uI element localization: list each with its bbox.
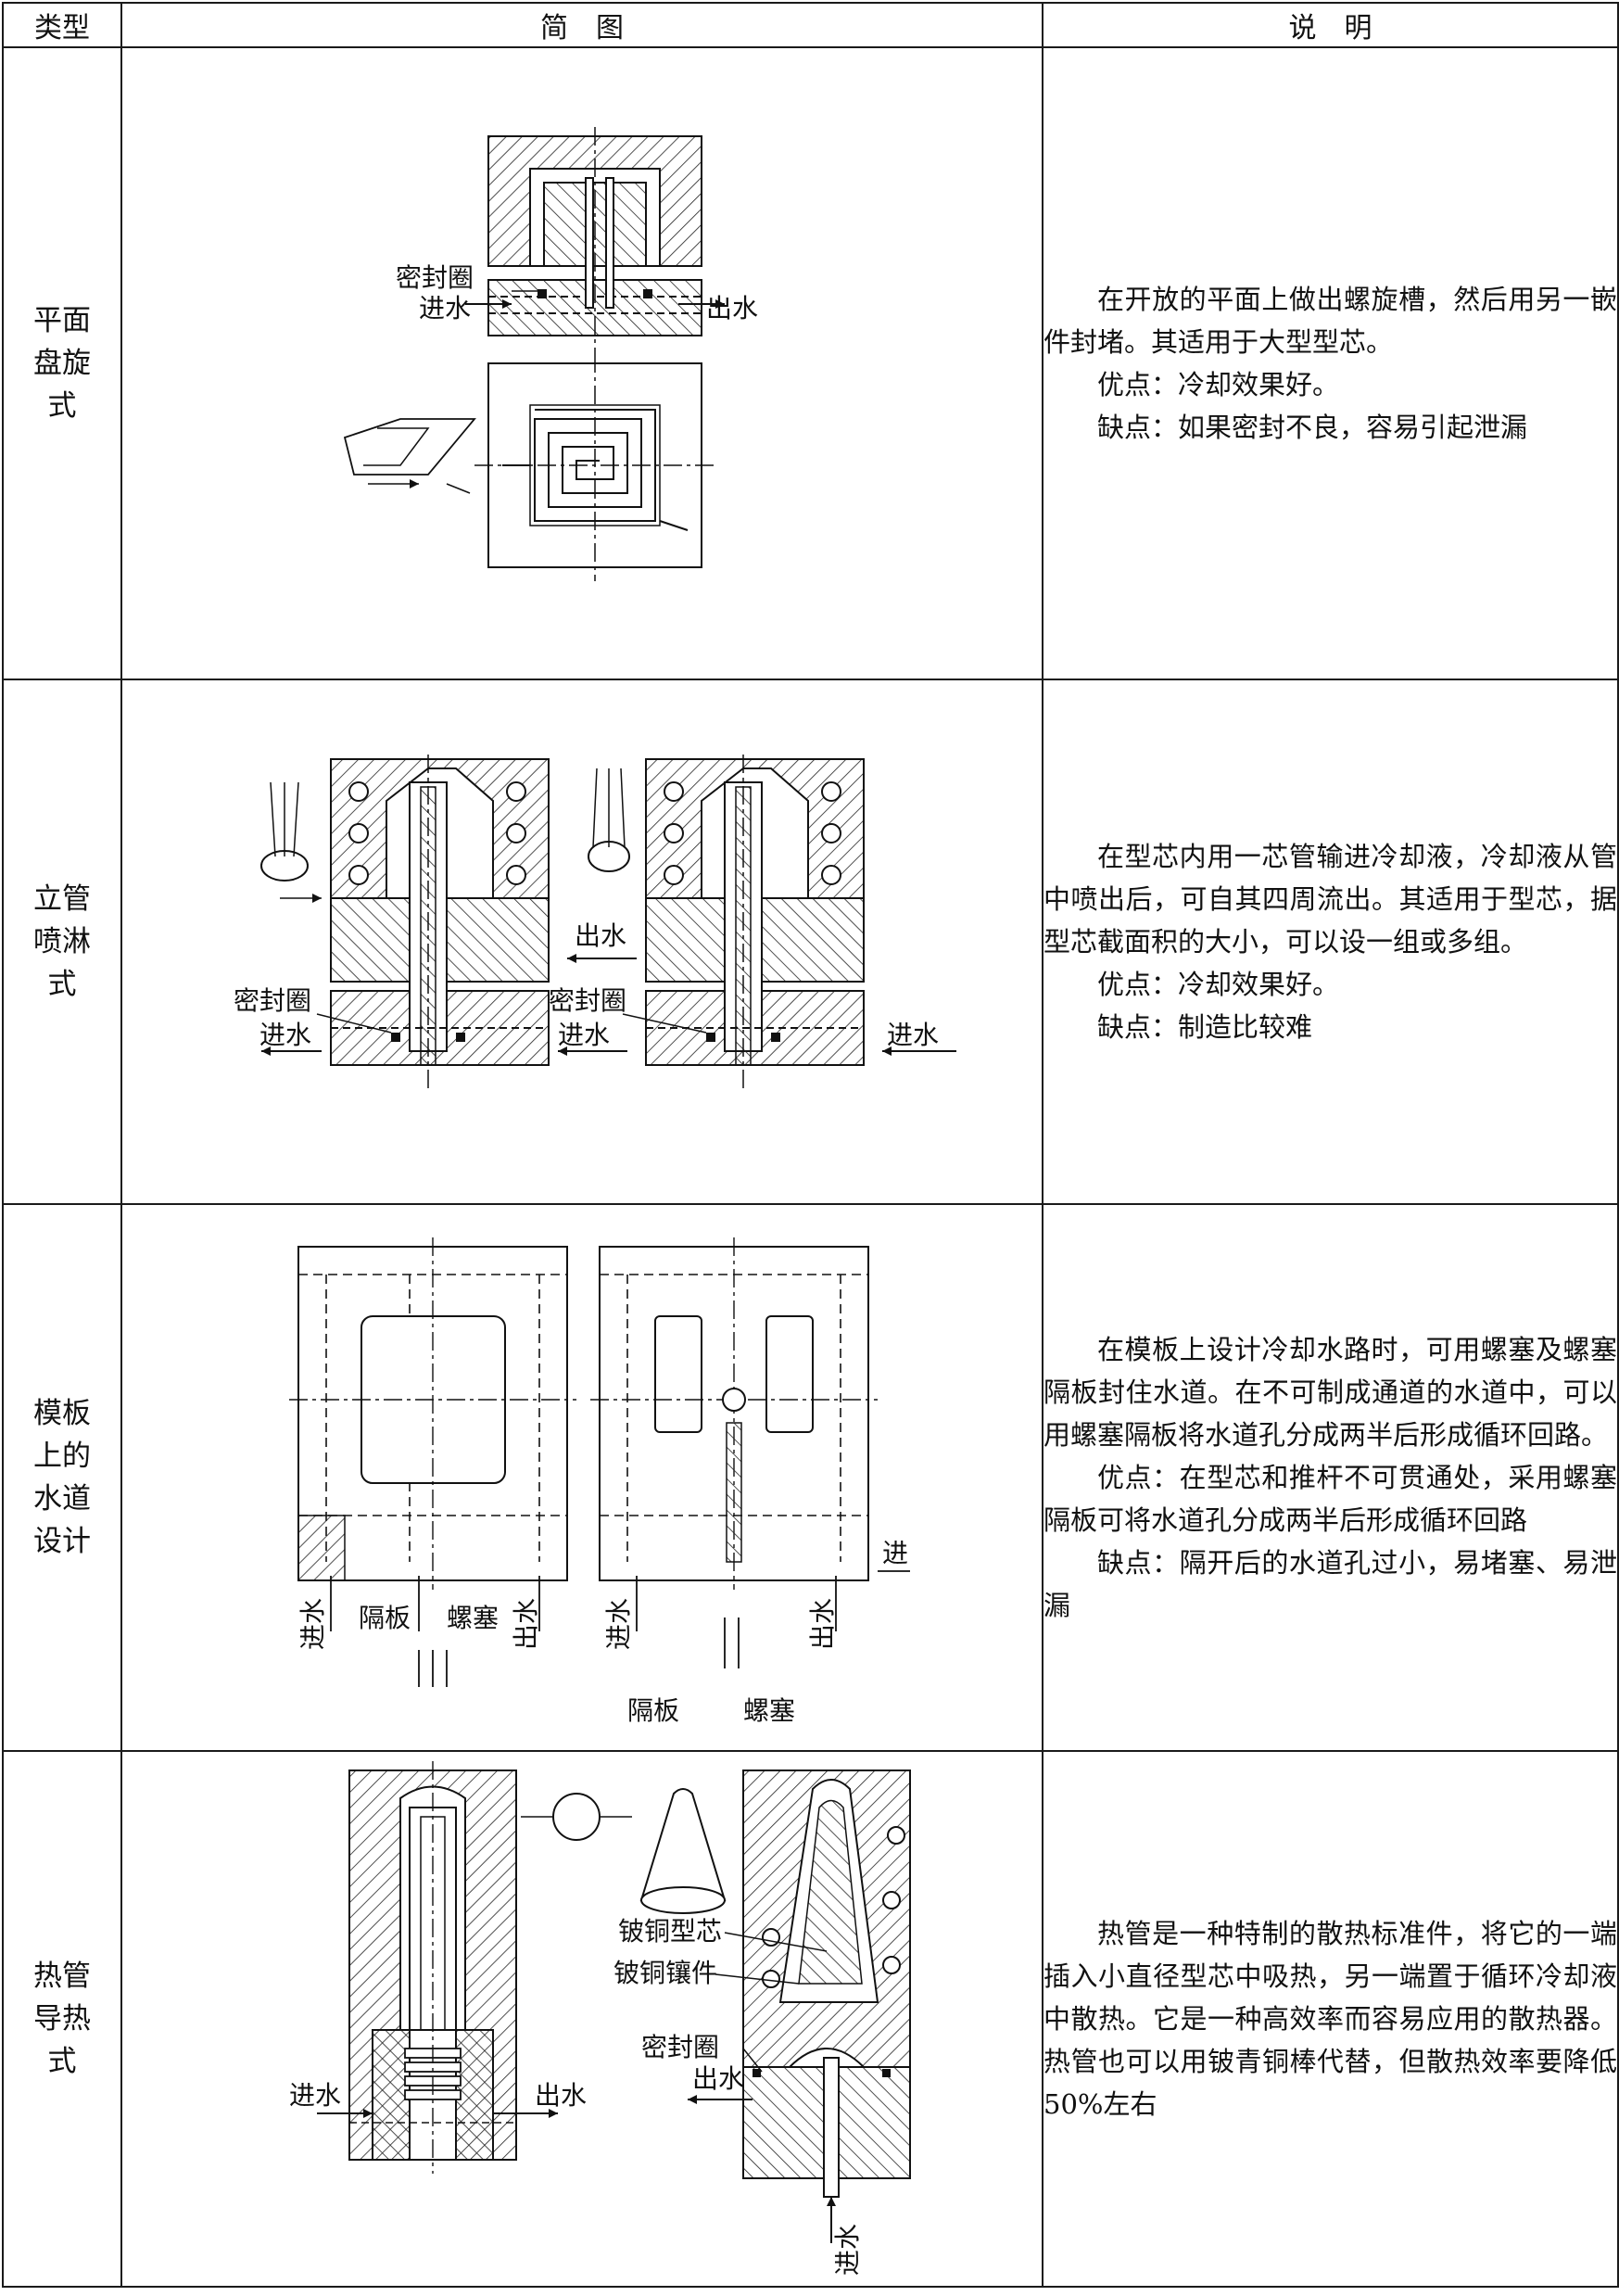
type-line: 式 (47, 389, 77, 423)
heatpipe-section-left (348, 1761, 517, 2174)
heatpipe-section-right (742, 1770, 911, 2198)
advantage-text: 优点：冷却效果好。 (1097, 369, 1340, 400)
table-row: 平面 盘旋 式 (2, 46, 1619, 680)
type-line: 设计 (33, 1525, 91, 1558)
water-inlet-label: 进水 (297, 1598, 328, 1650)
disadvantage-text: 缺点：隔开后的水道孔过小，易堵塞、易泄漏 (1043, 1547, 1617, 1621)
description-cell: 在型芯内用一芯管输进冷却液，冷却液从管中喷出后，可自其四周流出。其适用于型芯，据… (1042, 679, 1619, 1205)
diagram-template-channels: 进水 隔板 螺塞 出水 进水 出水 进 隔板 螺塞 (120, 1203, 1043, 1752)
type-line: 盘旋 (33, 347, 91, 380)
type-cell: 立管 喷淋 式 (2, 679, 122, 1205)
water-outlet-label: 出水 (807, 1598, 838, 1650)
plug-label: 螺塞 (447, 1603, 499, 1633)
mold-section (465, 127, 725, 354)
type-cell: 热管 导热 式 (2, 1750, 122, 2288)
type-line: 喷淋 (33, 925, 91, 958)
type-line: 式 (47, 2045, 77, 2078)
water-inlet-label: 进水 (558, 1020, 610, 1050)
plate-right (590, 1237, 878, 1590)
seal-ring-label: 密封圈 (641, 2032, 719, 2062)
description-text: 热管是一种特制的散热标准件，将它的一端插入小直径型芯中吸热，另一端置于循环冷却液… (1043, 1918, 1617, 2120)
type-line: 水道 (33, 1482, 91, 1516)
water-inlet-label: 进水 (289, 2080, 341, 2111)
disadvantage-text: 缺点：如果密封不良，容易引起泄漏 (1097, 412, 1528, 443)
water-outlet-label: 出水 (575, 920, 626, 951)
flow-path-sketch (343, 418, 476, 494)
spray-diagram-svg: 出水 密封圈 密封圈 进水 进水 进水 (234, 755, 956, 1088)
beryllium-copper-core-label: 铍铜型芯 (618, 1916, 722, 1947)
water-inlet-label: 进水 (419, 293, 471, 323)
header-diagram: 简 图 (120, 2, 1043, 48)
header-type: 类型 (2, 2, 122, 48)
heatpipe-diagram-svg: 铍铜型芯 铍铜镶件 密封圈 出水 进水 出水 进水 (289, 1761, 911, 2276)
advantage-text: 优点：在型芯和推杆不可贯通处，采用螺塞隔板可将水道孔分成两半后形成循环回路 (1043, 1462, 1617, 1536)
water-inlet-label: 进水 (259, 1020, 311, 1050)
diagram-spray-tube: 出水 密封圈 密封圈 进水 进水 进水 (120, 679, 1043, 1205)
plate-left (289, 1237, 576, 1590)
header-row: 类型 简 图 说 明 (2, 2, 1619, 48)
heatpipe-sketch (521, 1788, 727, 1914)
type-cell: 平面 盘旋 式 (2, 46, 122, 680)
table-row: 立管 喷淋 式 (2, 679, 1619, 1205)
description-cell: 在模板上设计冷却水路时，可用螺塞及螺塞隔板封住水道。在不可制成通道的水道中，可以… (1042, 1203, 1619, 1752)
advantage-text: 优点：冷却效果好。 (1097, 969, 1340, 1000)
diagram-heat-pipe: 铍铜型芯 铍铜镶件 密封圈 出水 进水 出水 进水 (120, 1750, 1043, 2288)
partition-label: 隔板 (627, 1695, 679, 1726)
diagram-spiral: 密封圈 进水 出水 (120, 46, 1043, 680)
template-diagram-svg: 进水 隔板 螺塞 出水 进水 出水 进 隔板 螺塞 (289, 1237, 910, 1726)
header-description: 说 明 (1042, 2, 1619, 48)
spray-sketch-left (260, 781, 322, 903)
spiral-diagram-svg: 密封圈 进水 出水 (343, 127, 758, 581)
description-text: 在开放的平面上做出螺旋槽，然后用另一嵌件封堵。其适用于大型型芯。 (1043, 284, 1617, 358)
type-line: 上的 (33, 1440, 91, 1473)
water-outlet-label: 出水 (692, 2063, 744, 2094)
water-inlet-label: 进水 (832, 2224, 863, 2276)
beryllium-copper-insert-label: 铍铜镶件 (613, 1958, 717, 1988)
description-cell: 在开放的平面上做出螺旋槽，然后用另一嵌件封堵。其适用于大型型芯。 优点：冷却效果… (1042, 46, 1619, 680)
spiral-plan-view (474, 354, 715, 581)
type-line: 平面 (33, 304, 91, 337)
seal-ring-label: 密封圈 (549, 985, 626, 1016)
type-line: 式 (47, 968, 77, 1001)
water-outlet-label: 出水 (706, 293, 758, 323)
table-row: 热管 导热 式 (2, 1750, 1619, 2288)
core-section-left (330, 755, 550, 1088)
description-cell: 热管是一种特制的散热标准件，将它的一端插入小直径型芯中吸热，另一端置于循环冷却液… (1042, 1750, 1619, 2288)
type-cell: 模板 上的 水道 设计 (2, 1203, 122, 1752)
type-line: 导热 (33, 2002, 91, 2036)
water-inlet-label: 进水 (603, 1598, 634, 1650)
partition-label: 隔板 (359, 1603, 411, 1633)
water-outlet-label: 出水 (511, 1598, 541, 1650)
spray-sketch-right (588, 767, 630, 872)
description-text: 在模板上设计冷却水路时，可用螺塞及螺塞隔板封住水道。在不可制成通道的水道中，可以… (1043, 1334, 1617, 1451)
seal-ring-label: 密封圈 (396, 262, 474, 293)
seal-ring-label: 密封圈 (234, 985, 311, 1016)
description-text: 在型芯内用一芯管输进冷却液，冷却液从管中喷出后，可自其四周流出。其适用于型芯，据… (1043, 841, 1617, 958)
type-line: 热管 (33, 1960, 91, 1993)
type-line: 模板 (33, 1397, 91, 1430)
core-section-right (645, 755, 865, 1088)
type-line: 立管 (33, 882, 91, 916)
plug-label: 螺塞 (743, 1695, 795, 1726)
table-row: 模板 上的 水道 设计 (2, 1203, 1619, 1752)
disadvantage-text: 缺点：制造比较难 (1097, 1011, 1313, 1043)
water-outlet-label: 出水 (535, 2080, 587, 2111)
inlet-side-label: 进 (882, 1538, 908, 1568)
water-inlet-label: 进水 (887, 1020, 939, 1050)
